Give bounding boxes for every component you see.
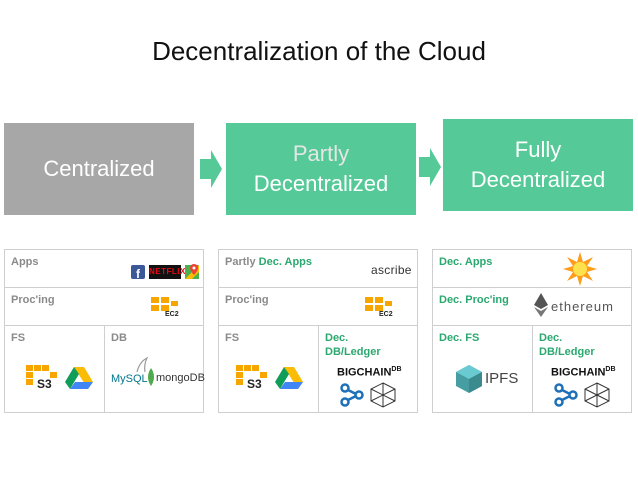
label-fs: FS (11, 332, 26, 344)
header-partly-line2: Decentralized (253, 171, 389, 196)
label-processing: Proc'ing (11, 294, 55, 306)
cell-db: Dec.DB/Ledger BIGCHAINDB (533, 326, 631, 412)
mysql-logo: MySQL (111, 373, 148, 385)
arrow-right-icon (419, 148, 441, 186)
aws-s3-icon (26, 365, 57, 385)
mongodb-leaf-icon (148, 368, 154, 386)
header-fully-decentralized: Fully Decentralized (443, 119, 633, 211)
header-partly-decentralized: Partly Decentralized (226, 123, 416, 215)
s3-label: S3 (37, 377, 52, 391)
ec2-label: EC2 (379, 311, 393, 318)
row-storage: Dec. FS IPFS Dec.DB/Ledger BIGCHAINDB (433, 326, 631, 412)
cell-db: Dec.DB/Ledger BIGCHAINDB (319, 326, 417, 412)
ipfs-logo: IPFS (485, 370, 519, 387)
mongodb-logo: mongoDB (156, 372, 205, 384)
aws-ec2-icon (365, 297, 392, 311)
google-drive-icon (65, 367, 93, 389)
label-dec-fs: Dec. FS (439, 332, 480, 344)
row-storage: FS S3 Dec.DB/Ledger BIGCHAINDB (219, 326, 417, 412)
network-icons (340, 382, 396, 408)
ethereum-icon (534, 293, 548, 317)
label-dec-apps: Dec. Apps (439, 256, 493, 268)
ascribe-logo: ascribe (371, 263, 412, 277)
header-partly-line1: Partly (292, 141, 350, 166)
aws-ec2-icon (151, 297, 178, 311)
column-partly-decentralized: Partly Dec. Apps ascribe Proc'ing EC2 FS… (218, 249, 418, 413)
row-processing: Proc'ing EC2 (219, 288, 417, 326)
row-processing: Dec. Proc'ing ethereum (433, 288, 631, 326)
netflix-logo: NETFLIX (149, 265, 185, 279)
column-fully-decentralized: Dec. Apps Dec. Proc'ing ethereum Dec. FS… (432, 249, 632, 413)
column-centralized: Apps f NETFLIX Proc'ing EC2 FS (4, 249, 205, 413)
header-centralized: Centralized (4, 123, 194, 215)
header-fully-line1: Fully (514, 137, 562, 162)
explosion-icon (563, 252, 597, 286)
label-dec-db-ledger: Dec.DB/Ledger (325, 332, 381, 358)
label-db: DB (111, 332, 127, 344)
svg-text:f: f (136, 267, 141, 279)
header-fully-line2: Decentralized (470, 167, 606, 192)
row-apps: Apps f NETFLIX (5, 250, 203, 288)
row-storage: FS S3 DB MySQL (5, 326, 205, 412)
ipfs-icon (456, 365, 482, 393)
page-title: Decentralization of the Cloud (152, 36, 486, 66)
label-processing: Proc'ing (225, 294, 269, 306)
google-drive-icon (275, 367, 303, 389)
label-apps: Apps (11, 256, 39, 268)
label-dec-db-ledger: Dec.DB/Ledger (539, 332, 595, 358)
bigchaindb-logo: BIGCHAINDB (551, 366, 616, 379)
s3-label: S3 (247, 377, 262, 391)
row-processing: Proc'ing EC2 (5, 288, 203, 326)
ethereum-logo: ethereum (551, 299, 614, 314)
dolphin-icon (136, 356, 149, 373)
cell-db: DB MySQL mongoDB (105, 326, 205, 412)
aws-s3-icon (236, 365, 267, 385)
cell-fs: FS S3 (5, 326, 105, 412)
google-maps-icon (185, 264, 199, 279)
label-dec-processing: Dec. Proc'ing (439, 294, 509, 306)
header-centralized-label: Centralized (43, 156, 155, 181)
row-apps: Partly Dec. Apps ascribe (219, 250, 417, 288)
cell-fs: Dec. FS IPFS (433, 326, 533, 412)
bigchaindb-logo: BIGCHAINDB (337, 366, 402, 379)
ec2-label: EC2 (165, 311, 179, 318)
arrow-right-icon (200, 150, 222, 188)
label-partly-dec-apps: Partly Dec. Apps (225, 256, 313, 268)
cell-fs: FS S3 (219, 326, 319, 412)
row-apps: Dec. Apps (433, 250, 631, 288)
label-fs: FS (225, 332, 240, 344)
network-icons (554, 382, 610, 408)
facebook-icon: f (131, 265, 145, 279)
